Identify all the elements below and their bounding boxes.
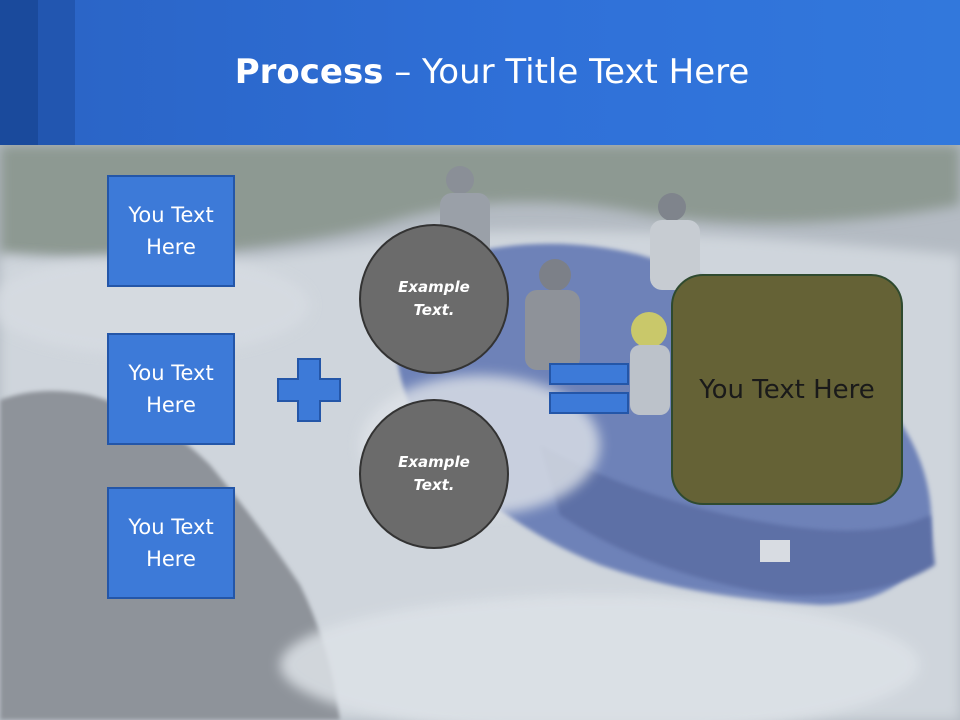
result-label: You Text Here: [699, 374, 875, 405]
header-accent-stripe: [38, 0, 75, 145]
title-bar: Process – Your Title Text Here: [0, 0, 960, 145]
input-box-2[interactable]: You Text Here: [107, 333, 235, 445]
plus-icon: [277, 358, 341, 422]
input-box-label: You Text Here: [128, 361, 214, 417]
title-rest: – Your Title Text Here: [383, 52, 750, 92]
header-accent-stripe: [0, 0, 38, 145]
circle-label: Example Text.: [398, 453, 470, 494]
example-circle-2[interactable]: Example Text.: [359, 399, 509, 549]
example-circle-1[interactable]: Example Text.: [359, 224, 509, 374]
input-box-label: You Text Here: [128, 515, 214, 571]
input-box-1[interactable]: You Text Here: [107, 175, 235, 287]
result-box[interactable]: You Text Here: [671, 274, 903, 505]
title-bold: Process: [234, 52, 384, 92]
input-box-3[interactable]: You Text Here: [107, 487, 235, 599]
slide-title[interactable]: Process – Your Title Text Here: [0, 52, 960, 92]
circle-label: Example Text.: [398, 278, 470, 319]
input-box-label: You Text Here: [128, 203, 214, 259]
equals-icon: [549, 363, 629, 414]
